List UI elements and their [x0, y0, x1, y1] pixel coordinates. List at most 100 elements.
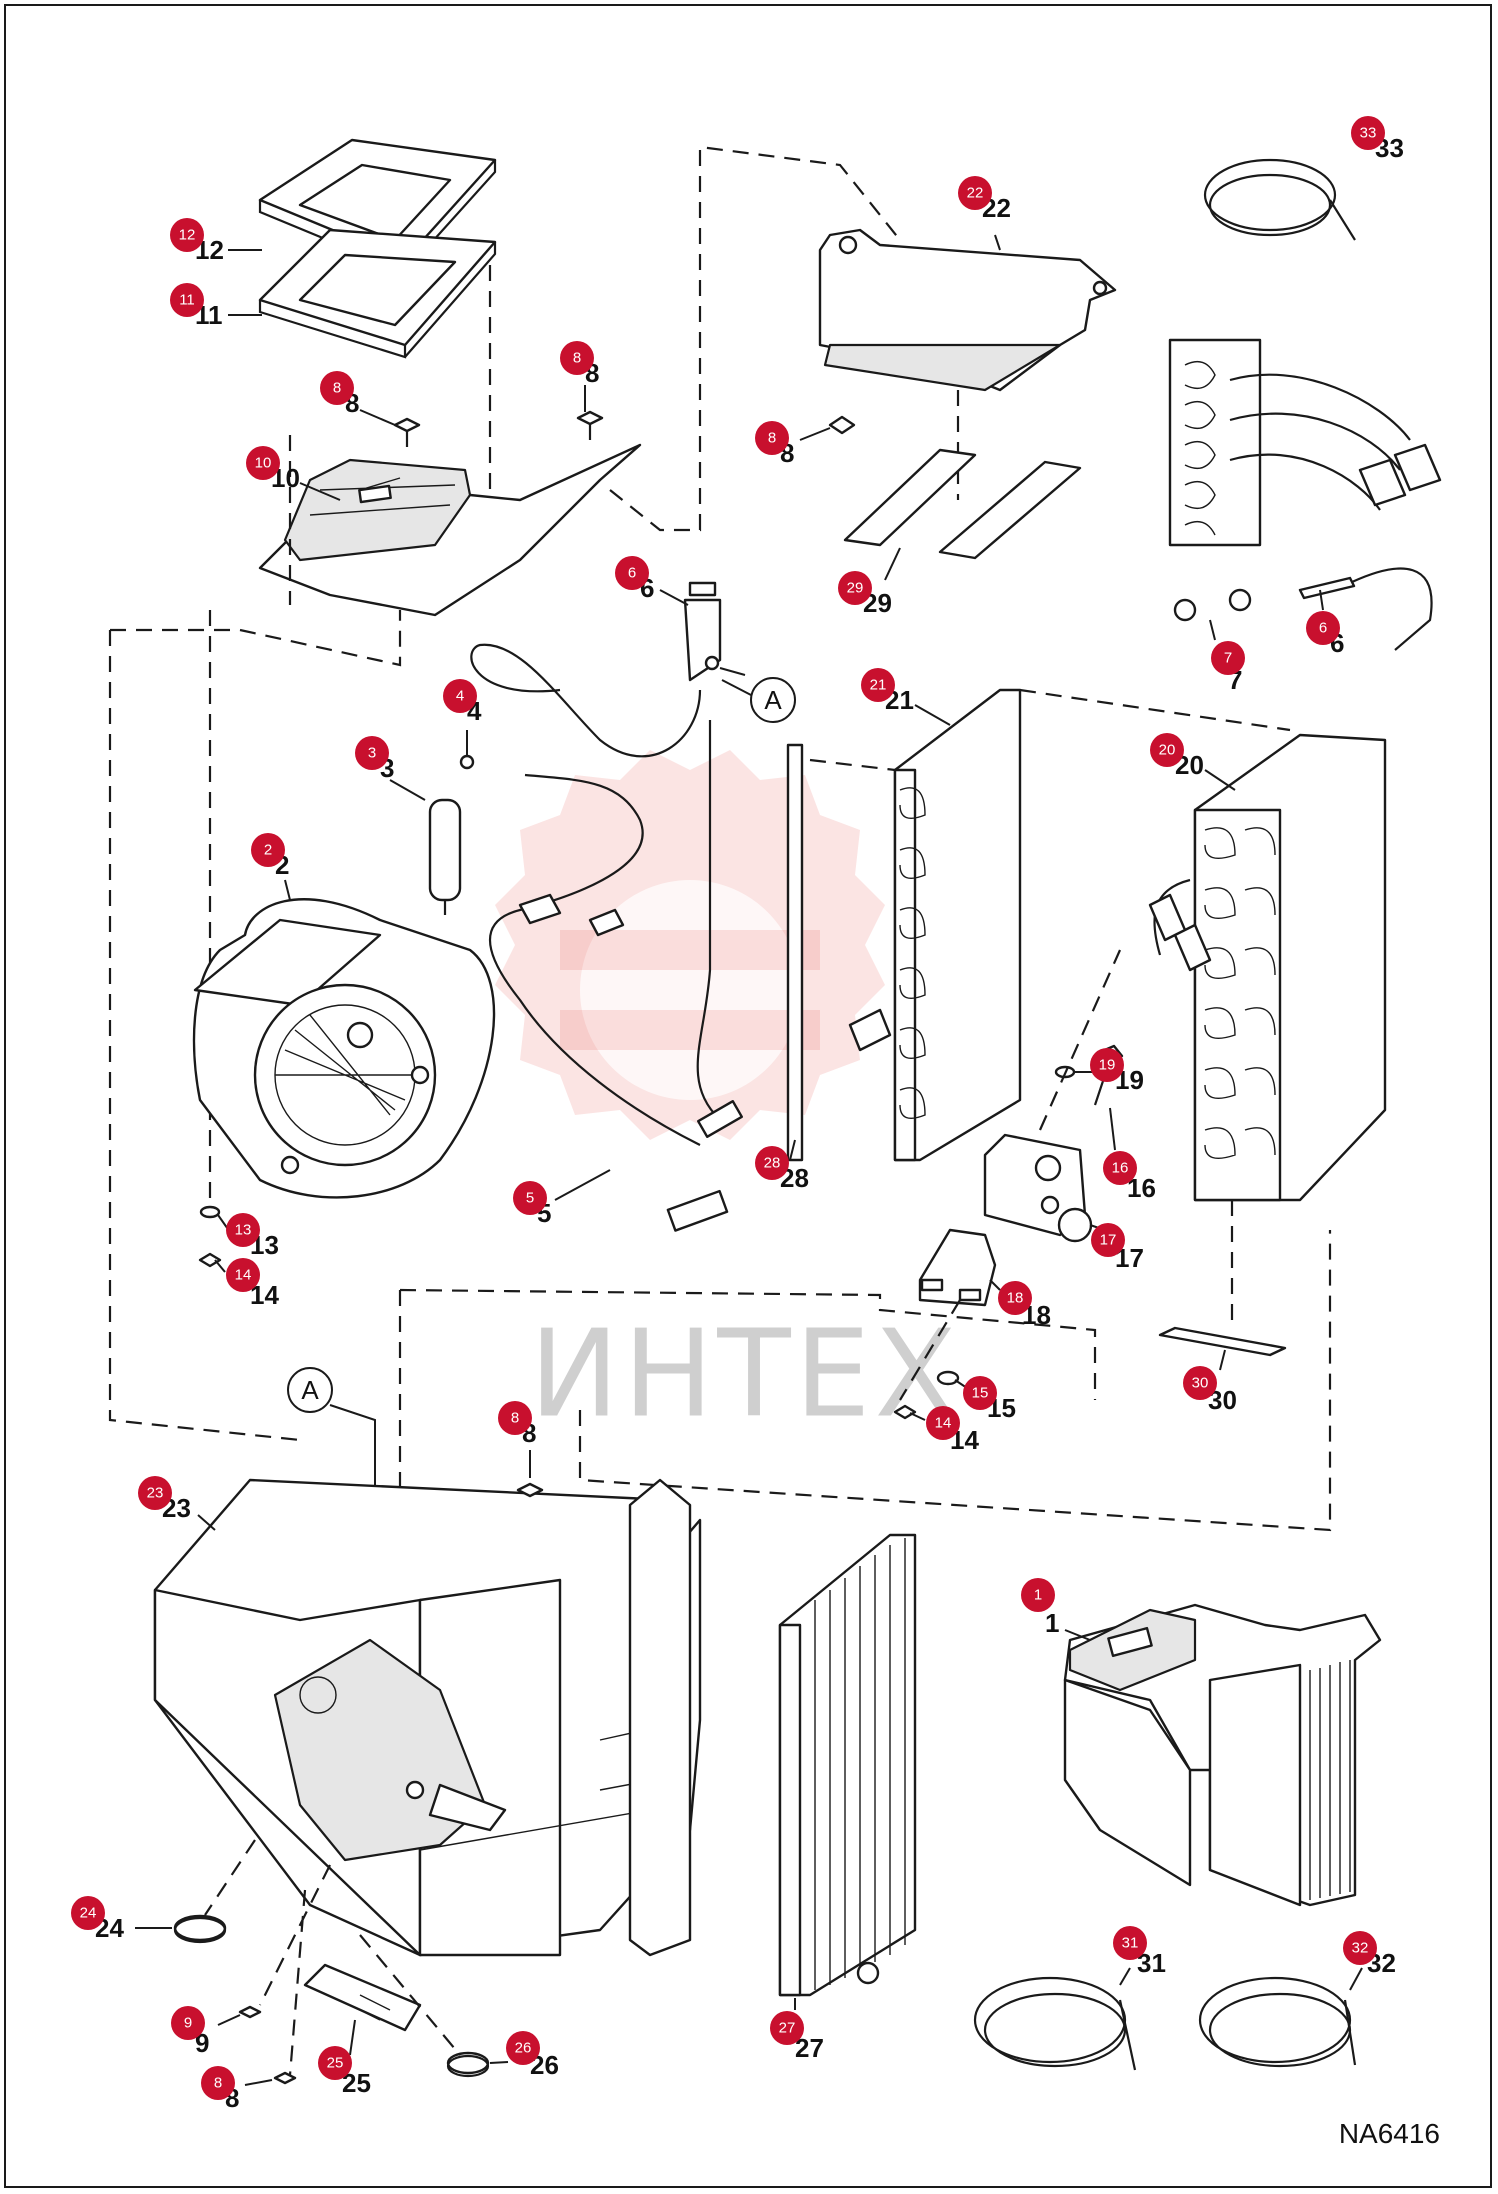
- callout-badge: [506, 2031, 540, 2065]
- callout-badge-number: 19: [1099, 1057, 1116, 1074]
- callout-leader-line: [1319, 589, 1324, 611]
- callout-badge-number: 24: [80, 1905, 97, 1922]
- callout-badge: [170, 283, 204, 317]
- callout-badge-number: 28: [764, 1155, 781, 1172]
- hose-32: [1198, 1976, 1357, 2068]
- callout-number: 1: [1045, 1608, 1059, 1638]
- gasket-11: [258, 228, 497, 359]
- callout-c8d: 88: [498, 1401, 536, 1478]
- plate-25: [303, 1963, 422, 2032]
- callout-badge-number: 7: [1224, 650, 1232, 667]
- callout-badge-number: 6: [628, 565, 636, 582]
- callout-leader-line: [299, 482, 341, 501]
- callout-badge: [355, 736, 389, 770]
- callout-leader-line: [214, 1259, 226, 1273]
- callout-badge-number: 8: [511, 1410, 519, 1427]
- heater-core-20: [1148, 733, 1387, 1202]
- blower-motor-2: [192, 898, 496, 1199]
- callout-badge: [1150, 733, 1184, 767]
- callout-c8a: 88: [320, 371, 396, 426]
- expansion-valve-17: [983, 1133, 1093, 1243]
- callout-badge-number: 13: [235, 1222, 252, 1239]
- callout-badge: [201, 2066, 235, 2100]
- svg-text:A: A: [764, 685, 782, 715]
- callout-badge: [1091, 1223, 1125, 1257]
- callout-badge-number: 18: [1007, 1290, 1024, 1307]
- callout-leader-line: [799, 427, 831, 441]
- callout-badge-number: 8: [573, 350, 581, 367]
- callout-badge-number: 27: [779, 2020, 796, 2037]
- callout-badge-number: 14: [235, 1267, 252, 1284]
- callout-leader-line: [217, 2014, 241, 2026]
- thermostat-switch-6: [470, 581, 722, 758]
- callout-badge-number: 15: [972, 1385, 989, 1402]
- callout-leader-line: [489, 2061, 509, 2064]
- callout-badge: [958, 176, 992, 210]
- callout-badge-number: 12: [179, 227, 196, 244]
- callout-badge: [246, 446, 280, 480]
- assembly-1: [1063, 1603, 1382, 1907]
- callout-leader-line: [244, 2079, 273, 2086]
- callout-badge: [926, 1406, 960, 1440]
- callout-badge: [498, 1401, 532, 1435]
- callout-badge: [1343, 1931, 1377, 1965]
- callout-badge: [443, 679, 477, 713]
- callout-leader-line: [994, 234, 1001, 251]
- callout-c8b: 88: [560, 341, 599, 412]
- callout-badge: [963, 1376, 997, 1410]
- callout-leader-line: [389, 779, 426, 801]
- callout-badge: [320, 371, 354, 405]
- callout-badge-number: 29: [847, 580, 864, 597]
- screw-8-left-cover: [393, 417, 421, 447]
- callout-badge-number: 8: [214, 2075, 222, 2092]
- callout-badge-number: 17: [1100, 1232, 1117, 1249]
- callout-badge-number: 31: [1122, 1935, 1139, 1952]
- callout-leader-line: [1064, 1629, 1091, 1641]
- callout-badge: [1090, 1048, 1124, 1082]
- callout-leader-line: [1204, 769, 1236, 791]
- callout-leader-line: [1209, 619, 1216, 641]
- screw-8-right-cover: [576, 410, 604, 440]
- callout-badge: [138, 1476, 172, 1510]
- callout-badge-number: 16: [1112, 1160, 1129, 1177]
- callout-badge: [755, 421, 789, 455]
- sensor-6-right: [1298, 567, 1433, 651]
- grommet-24: [173, 1914, 227, 1944]
- filter-27: [778, 1533, 917, 1997]
- callout-badge-number: 22: [967, 185, 984, 202]
- callout-badge: [1306, 611, 1340, 645]
- callout-badge-number: 25: [327, 2055, 344, 2072]
- callout-leader-line: [789, 1139, 796, 1161]
- clamp-7: [1173, 588, 1252, 622]
- pad-29-left: [843, 448, 977, 547]
- hose-33: [1203, 158, 1356, 241]
- callout-badge: [560, 341, 594, 375]
- callout-badge-number: 5: [526, 1190, 534, 1207]
- wiring-harness-5: [488, 720, 744, 1232]
- callout-badge-number: 20: [1159, 742, 1176, 759]
- callout-badge: [861, 668, 895, 702]
- callout-leader-line: [909, 1412, 926, 1421]
- callout-badge-number: 10: [255, 455, 272, 472]
- callout-badge: [615, 556, 649, 590]
- callout-badge: [513, 1181, 547, 1215]
- callout-c5: 55: [513, 1169, 611, 1228]
- watermark-logo: [495, 750, 885, 1140]
- screw-8-bracket: [828, 415, 856, 435]
- screw-9: [238, 2005, 262, 2019]
- svg-text:A: A: [301, 1375, 319, 1405]
- callout-badge: [1021, 1578, 1055, 1612]
